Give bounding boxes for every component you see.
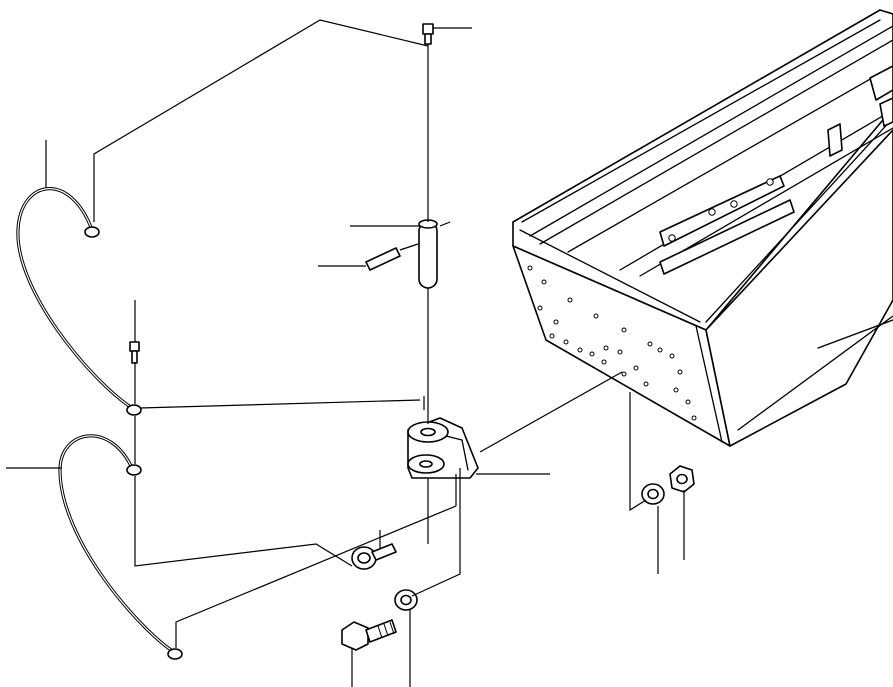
- top-bolt: [422, 23, 434, 45]
- hex-bolt: [341, 619, 397, 651]
- clevis-ring: [351, 543, 397, 570]
- washer-lower: [394, 589, 418, 611]
- leader-lines: [6, 19, 685, 687]
- hinge-bracket: [407, 417, 479, 479]
- front-face-holes: [527, 265, 697, 421]
- tray-assembly: [512, 9, 893, 447]
- spring-pin: [365, 247, 401, 271]
- hex-nut: [669, 465, 695, 493]
- cable-bolt: [129, 341, 140, 364]
- upper-cable: [16, 187, 142, 416]
- hinge-pin: [418, 219, 438, 289]
- washer-right: [641, 483, 665, 505]
- lower-cable: [58, 434, 183, 660]
